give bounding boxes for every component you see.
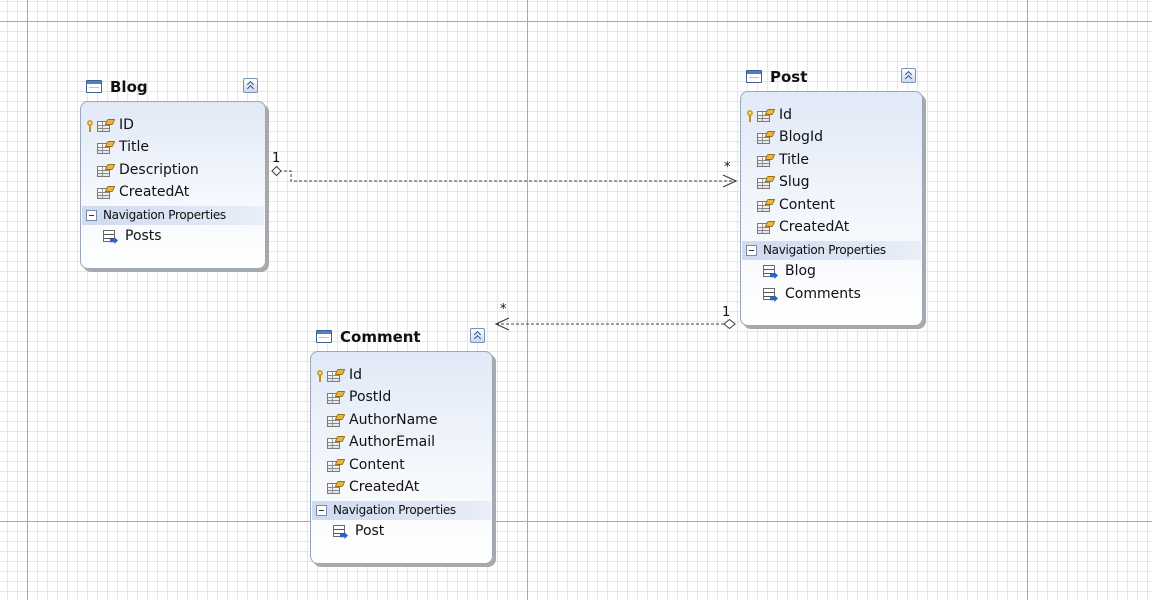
property-name: BlogId	[779, 129, 823, 145]
navigation-properties-header[interactable]: Navigation Properties	[312, 501, 491, 520]
navigation-property-icon	[333, 525, 348, 539]
property-row[interactable]: AuthorName	[311, 410, 492, 432]
property-icon	[757, 176, 774, 190]
property-name: AuthorName	[349, 412, 438, 428]
property-icon	[327, 391, 344, 405]
property-name: CreatedAt	[119, 184, 190, 200]
property-icon	[97, 119, 114, 133]
entity-comment-header[interactable]: Comment	[310, 323, 493, 351]
property-icon	[97, 186, 114, 200]
property-icon	[97, 141, 114, 155]
entity-icon	[86, 80, 102, 93]
property-row[interactable]: Slug	[741, 172, 922, 194]
key-icon	[317, 370, 325, 382]
navigation-property-name: Comments	[785, 286, 861, 302]
property-row[interactable]: Id	[311, 365, 492, 387]
property-row[interactable]: Id	[741, 105, 922, 127]
property-name: AuthorEmail	[349, 434, 435, 450]
navigation-property-name: Post	[355, 523, 385, 539]
property-row[interactable]: ID	[81, 115, 265, 137]
property-name: Content	[779, 197, 835, 213]
entity-title: Blog	[110, 78, 148, 96]
section-label: Navigation Properties	[333, 503, 456, 517]
property-name: CreatedAt	[779, 219, 850, 235]
property-name: CreatedAt	[349, 479, 420, 495]
property-name: Content	[349, 457, 405, 473]
section-label: Navigation Properties	[763, 243, 886, 257]
property-name: Title	[779, 152, 810, 168]
property-row[interactable]: Content	[741, 195, 922, 217]
collapse-section-icon[interactable]	[86, 210, 97, 221]
collapse-section-icon[interactable]	[316, 505, 327, 516]
entity-title: Comment	[340, 328, 421, 346]
collapse-button[interactable]	[470, 328, 485, 343]
navigation-properties-header[interactable]: Navigation Properties	[742, 241, 921, 260]
property-name: Title	[119, 139, 150, 155]
property-icon	[327, 414, 344, 428]
property-row[interactable]: BlogId	[741, 127, 922, 149]
entity-post-header[interactable]: Post	[740, 63, 923, 91]
property-icon	[757, 221, 774, 235]
property-row[interactable]: Description	[81, 160, 265, 182]
property-icon	[327, 459, 344, 473]
multiplicity-comment-many: *	[500, 302, 507, 317]
multiplicity-post-one: 1	[722, 305, 731, 320]
navigation-property-row[interactable]: Comments	[741, 284, 922, 306]
entity-blog-header[interactable]: Blog	[80, 73, 266, 101]
navigation-property-row[interactable]: Blog	[741, 261, 922, 283]
collapse-section-icon[interactable]	[746, 245, 757, 256]
property-name: Id	[779, 107, 793, 123]
property-row[interactable]: Title	[741, 150, 922, 172]
navigation-property-name: Blog	[785, 263, 816, 279]
property-row[interactable]: CreatedAt	[311, 477, 492, 499]
entity-post-body: Id BlogId Title Slug Content CreatedAt	[740, 91, 923, 326]
entity-icon	[316, 330, 332, 343]
property-icon	[757, 154, 774, 168]
property-name: ID	[119, 117, 134, 133]
collapse-button[interactable]	[243, 78, 258, 93]
key-icon	[87, 120, 95, 132]
entity-comment[interactable]: Comment Id PostId AuthorName AuthorEmail	[310, 323, 493, 564]
property-icon	[327, 369, 344, 383]
property-row[interactable]: Title	[81, 137, 265, 159]
entity-title: Post	[770, 68, 808, 86]
association-blog-post[interactable]	[271, 165, 738, 188]
property-row[interactable]: CreatedAt	[741, 217, 922, 239]
navigation-property-row[interactable]: Posts	[81, 226, 265, 248]
property-icon	[97, 164, 114, 178]
navigation-properties-header[interactable]: Navigation Properties	[82, 206, 264, 225]
property-row[interactable]: CreatedAt	[81, 182, 265, 204]
association-post-comment[interactable]	[494, 317, 736, 331]
multiplicity-post-many: *	[724, 160, 731, 175]
multiplicity-blog-one: 1	[272, 151, 281, 166]
property-row[interactable]: AuthorEmail	[311, 432, 492, 454]
key-icon	[747, 110, 755, 122]
entity-icon	[746, 70, 762, 83]
entity-post[interactable]: Post Id BlogId Title Slug	[740, 63, 923, 326]
property-row[interactable]: Content	[311, 455, 492, 477]
entity-blog[interactable]: Blog ID Title Description CreatedAt	[80, 73, 266, 269]
property-icon	[757, 109, 774, 123]
property-name: Id	[349, 367, 363, 383]
navigation-property-name: Posts	[125, 228, 162, 244]
property-icon	[757, 131, 774, 145]
navigation-property-icon	[763, 265, 778, 279]
property-name: Description	[119, 162, 199, 178]
collapse-button[interactable]	[901, 68, 916, 83]
property-name: PostId	[349, 389, 392, 405]
entity-comment-body: Id PostId AuthorName AuthorEmail Content…	[310, 351, 493, 564]
section-label: Navigation Properties	[103, 208, 226, 222]
navigation-property-icon	[763, 288, 778, 302]
property-icon	[757, 199, 774, 213]
navigation-property-row[interactable]: Post	[311, 521, 492, 543]
property-name: Slug	[779, 174, 810, 190]
property-icon	[327, 436, 344, 450]
property-icon	[327, 481, 344, 495]
navigation-property-icon	[103, 230, 118, 244]
entity-blog-body: ID Title Description CreatedAt Navigatio…	[80, 101, 266, 269]
property-row[interactable]: PostId	[311, 387, 492, 409]
